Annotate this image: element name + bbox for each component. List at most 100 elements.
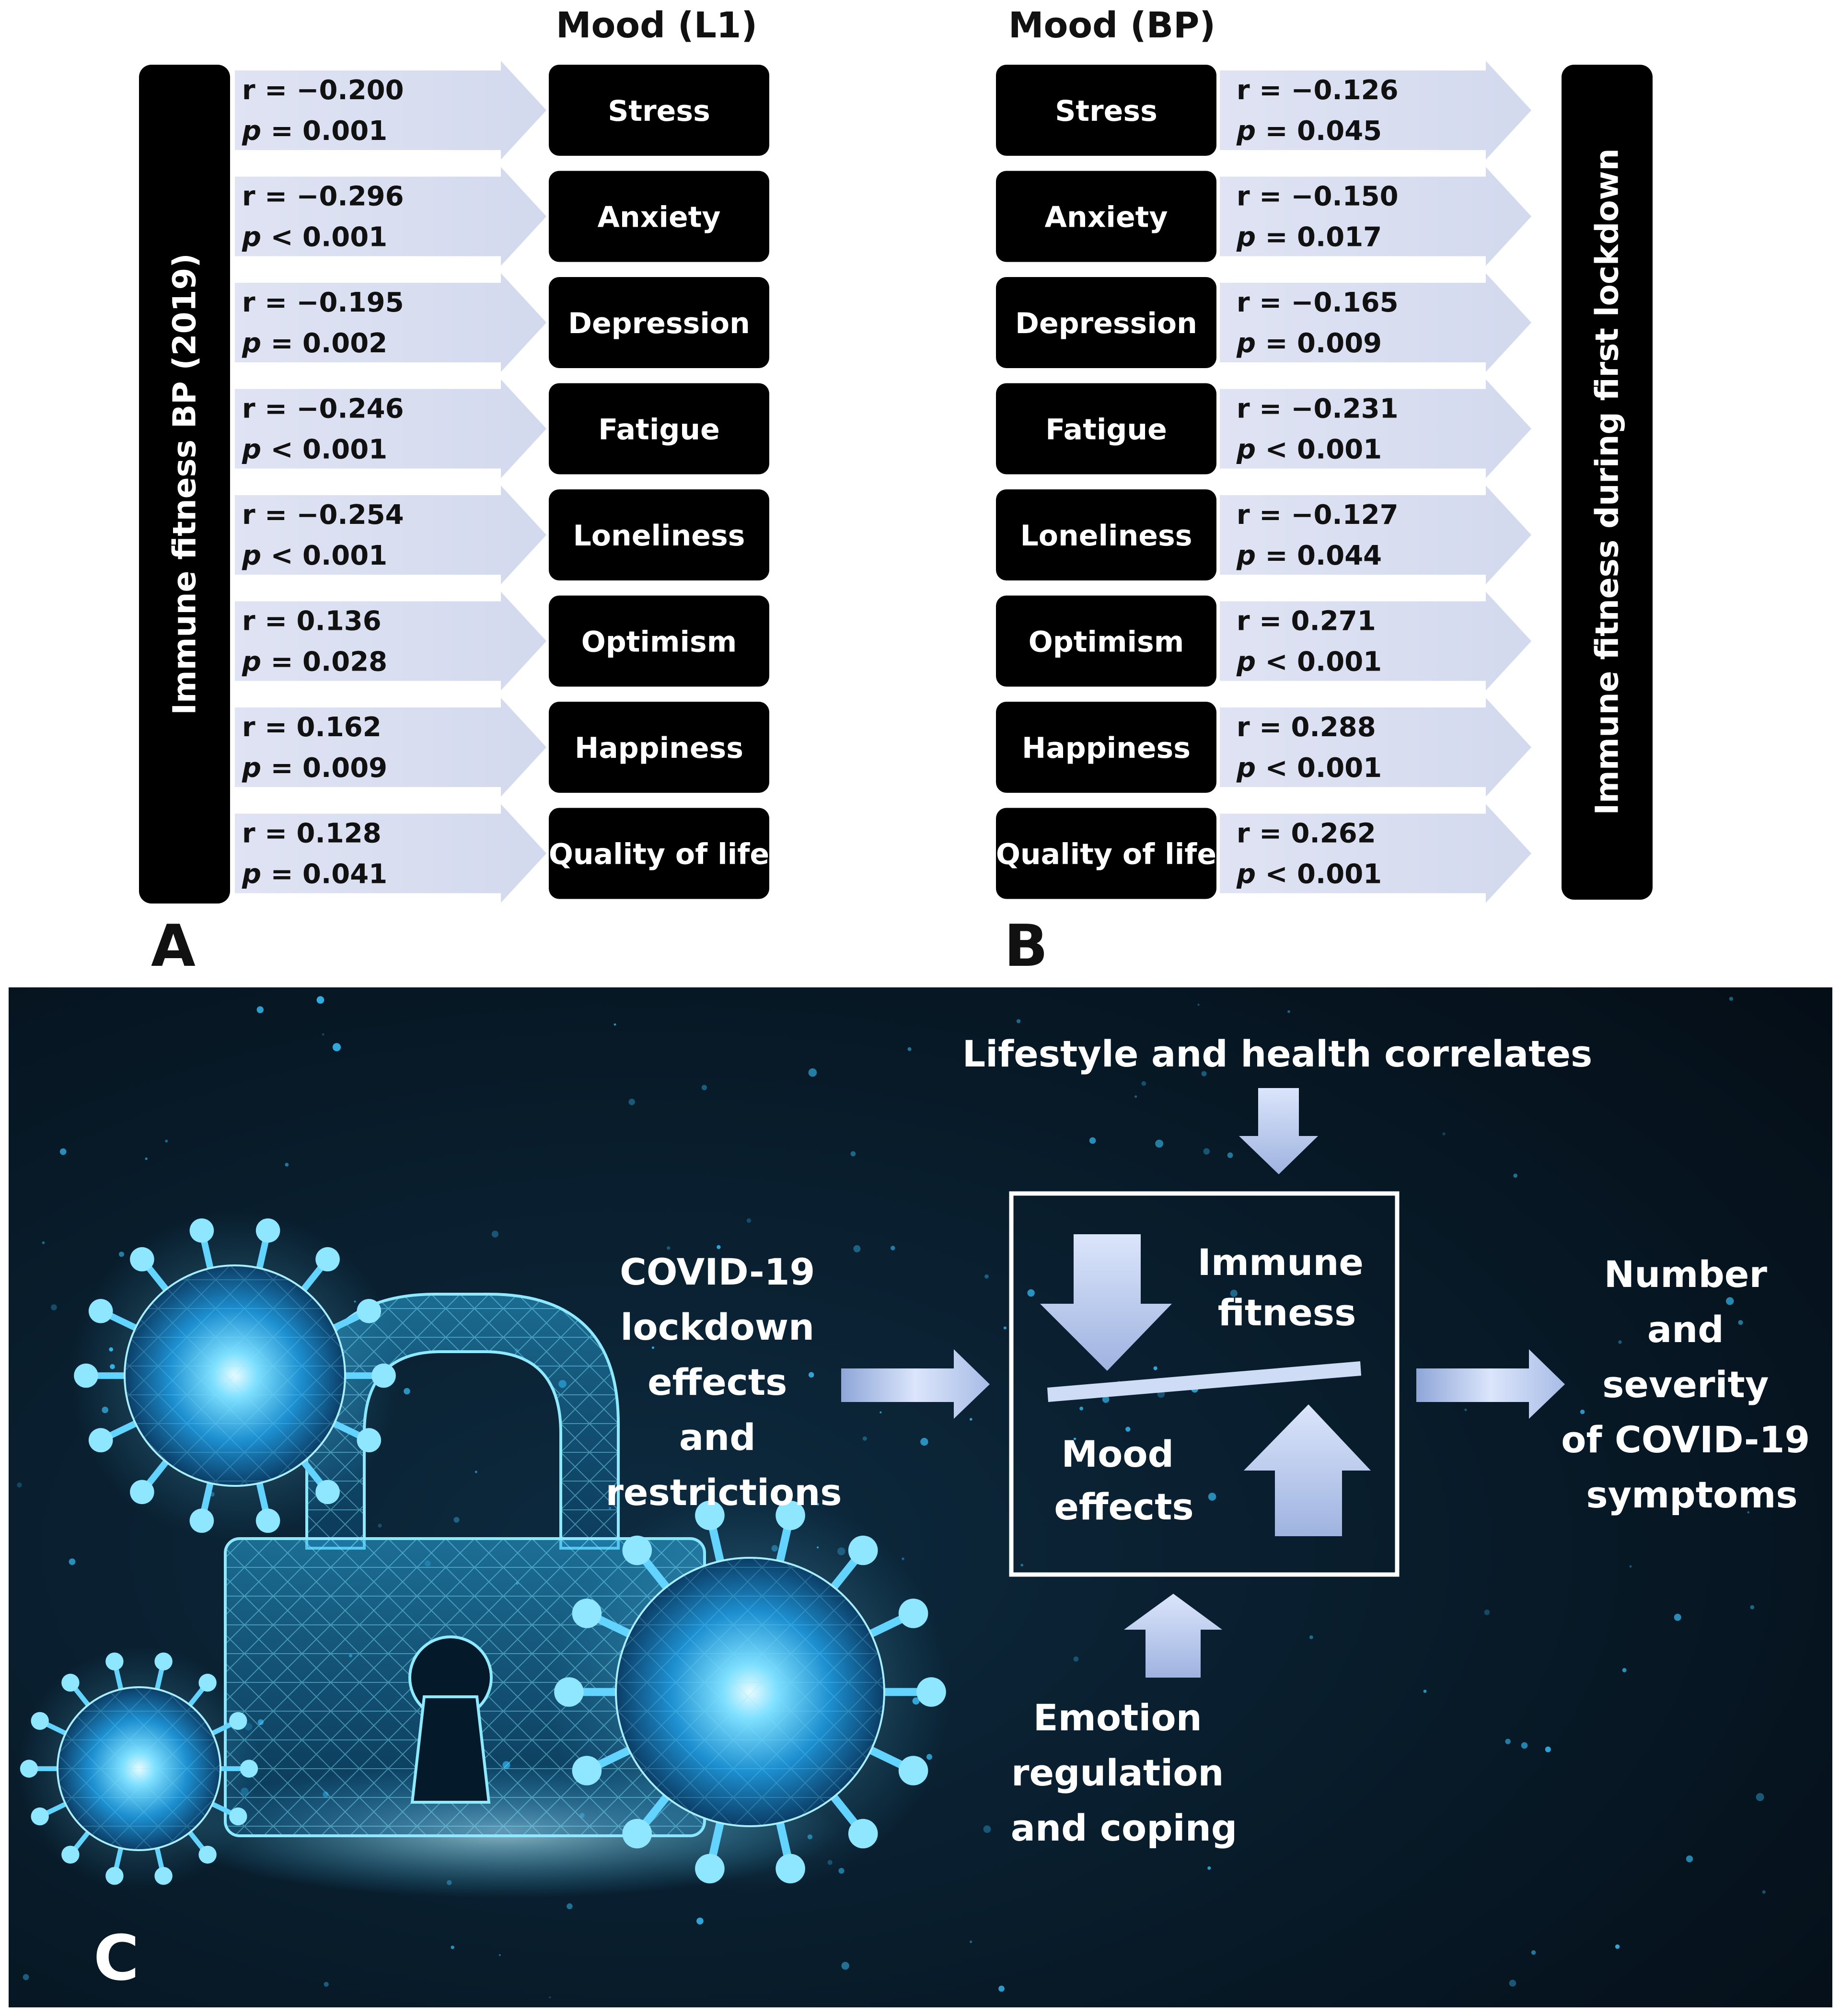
panel-a-source-label: Immune fitness BP (2019): [166, 253, 203, 715]
r-value: r = −0.195: [242, 287, 404, 318]
mood-label: Fatigue: [598, 413, 720, 447]
correlation-arrow: [1220, 698, 1531, 797]
r-value: r = −0.126: [1237, 75, 1399, 106]
panel-b-letter: B: [1004, 913, 1048, 980]
r-value: r = 0.128: [242, 818, 382, 849]
mood-label: Depression: [1015, 307, 1197, 340]
panel-a: Mood (L1) Immune fitness BP (2019) Stres…: [139, 5, 769, 980]
virus-icon: [17, 1646, 261, 1891]
mood-box: [996, 489, 1216, 580]
correlation-arrow: [1220, 273, 1531, 372]
mood-label: Anxiety: [1045, 201, 1168, 234]
p-value: p < 0.001: [242, 540, 387, 571]
mood-box: [996, 808, 1216, 899]
correlation-row: Anxiety r = −0.296 p < 0.001: [235, 167, 769, 266]
balance-beam: [1047, 1361, 1361, 1402]
p-value: p = 0.044: [1236, 540, 1382, 571]
panel-c-letter: C: [93, 1922, 139, 1994]
symptoms-arrow: [1416, 1349, 1565, 1419]
correlation-arrow: [235, 804, 546, 903]
immune-fitness-label: Immune fitness: [1198, 1241, 1377, 1334]
correlation-arrow: [1220, 61, 1531, 160]
p-value: p < 0.001: [242, 434, 387, 465]
p-value: p < 0.001: [1236, 434, 1382, 465]
mood-label: Loneliness: [573, 519, 745, 553]
mood-box: [549, 383, 769, 475]
correlation-arrow: [1220, 379, 1531, 478]
mood-label: Loneliness: [1020, 519, 1192, 553]
mood-box: [996, 277, 1216, 368]
correlation-arrow: [235, 273, 546, 372]
p-value: p < 0.001: [242, 222, 387, 253]
correlation-arrow: [235, 167, 546, 266]
correlation-row: Anxiety r = −0.150 p = 0.017: [996, 167, 1531, 266]
correlation-arrow: [1220, 486, 1531, 584]
mood-up-arrow: [1244, 1404, 1371, 1536]
mood-box: [549, 595, 769, 687]
correlation-row: Happiness r = 0.288 p < 0.001: [996, 698, 1531, 797]
mood-box: [549, 171, 769, 262]
correlation-row: Fatigue r = −0.246 p < 0.001: [235, 379, 769, 478]
p-value: p = 0.045: [1236, 116, 1382, 147]
r-value: r = 0.288: [1237, 712, 1376, 743]
mood-box: [996, 65, 1216, 156]
p-value: p < 0.001: [1236, 859, 1382, 890]
mood-label: Fatigue: [1045, 413, 1167, 447]
mood-label: Quality of life: [549, 838, 769, 871]
p-value: p < 0.001: [1236, 753, 1382, 784]
panel-b-header: Mood (BP): [1008, 5, 1215, 46]
correlation-arrow: [235, 698, 546, 797]
virus-icon: [69, 1210, 400, 1541]
immune-down-arrow: [1040, 1234, 1172, 1371]
p-value: p = 0.001: [242, 116, 387, 147]
mood-box: [996, 171, 1216, 262]
p-value: p = 0.009: [1236, 328, 1382, 359]
p-value: p = 0.009: [242, 753, 387, 784]
mood-label: Anxiety: [598, 201, 721, 234]
r-value: r = −0.200: [242, 75, 404, 106]
mood-label: Happiness: [575, 731, 743, 765]
correlation-arrow: [1220, 591, 1531, 691]
virus-icon: [549, 1491, 951, 1893]
panel-b: Mood (BP) Immune fitness during first lo…: [996, 5, 1653, 980]
r-value: r = −0.150: [1237, 181, 1399, 212]
r-value: r = −0.296: [242, 181, 404, 212]
correlation-row: Loneliness r = −0.127 p = 0.044: [996, 486, 1531, 584]
emotion-arrow: [1124, 1594, 1222, 1678]
mood-box: [996, 595, 1216, 687]
correlation-arrow: [235, 61, 546, 160]
r-value: r = 0.162: [242, 712, 382, 743]
r-value: r = −0.246: [242, 394, 404, 425]
r-value: r = 0.271: [1237, 606, 1376, 637]
symptoms-label: Number and severity of COVID-19 symptoms: [1561, 1253, 1822, 1516]
mood-box: [996, 383, 1216, 475]
mood-label: Quality of life: [996, 838, 1216, 871]
virus-particles: [17, 1210, 951, 1893]
r-value: r = −0.231: [1237, 394, 1399, 425]
p-value: p < 0.001: [1236, 647, 1382, 678]
mood-label: Optimism: [581, 626, 737, 659]
panel-b-target-label: Immune fitness during first lockdown: [1589, 149, 1626, 815]
lifestyle-label: Lifestyle and health correlates: [962, 1032, 1593, 1075]
r-value: r = −0.127: [1237, 499, 1399, 531]
p-value: p = 0.017: [1236, 222, 1382, 253]
mood-box: [996, 702, 1216, 793]
lockdown-label: COVID-19 lockdown effects and restrictio…: [605, 1251, 842, 1514]
panel-a-source-box: [139, 65, 230, 904]
mood-box: [549, 277, 769, 368]
r-value: r = 0.262: [1237, 818, 1376, 849]
correlation-arrow: [1220, 167, 1531, 266]
mood-label: Happiness: [1022, 731, 1191, 765]
correlation-row: Quality of life r = 0.262 p < 0.001: [996, 804, 1531, 903]
